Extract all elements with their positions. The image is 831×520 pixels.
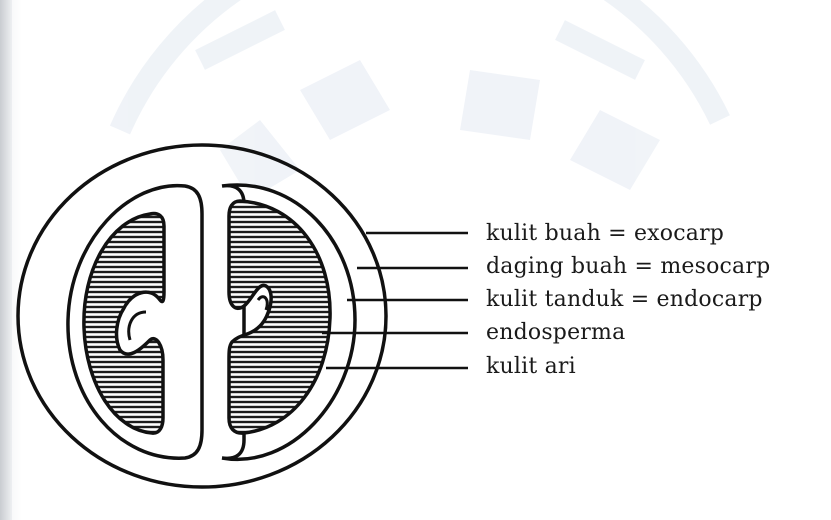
label-kulit-ari: kulit ari: [486, 354, 576, 380]
label-endosperma: endosperma: [486, 320, 625, 346]
label-exocarp: kulit buah = exocarp: [486, 221, 724, 247]
label-endocarp: kulit tanduk = endocarp: [486, 287, 763, 313]
label-mesocarp: daging buah = mesocarp: [486, 254, 770, 280]
